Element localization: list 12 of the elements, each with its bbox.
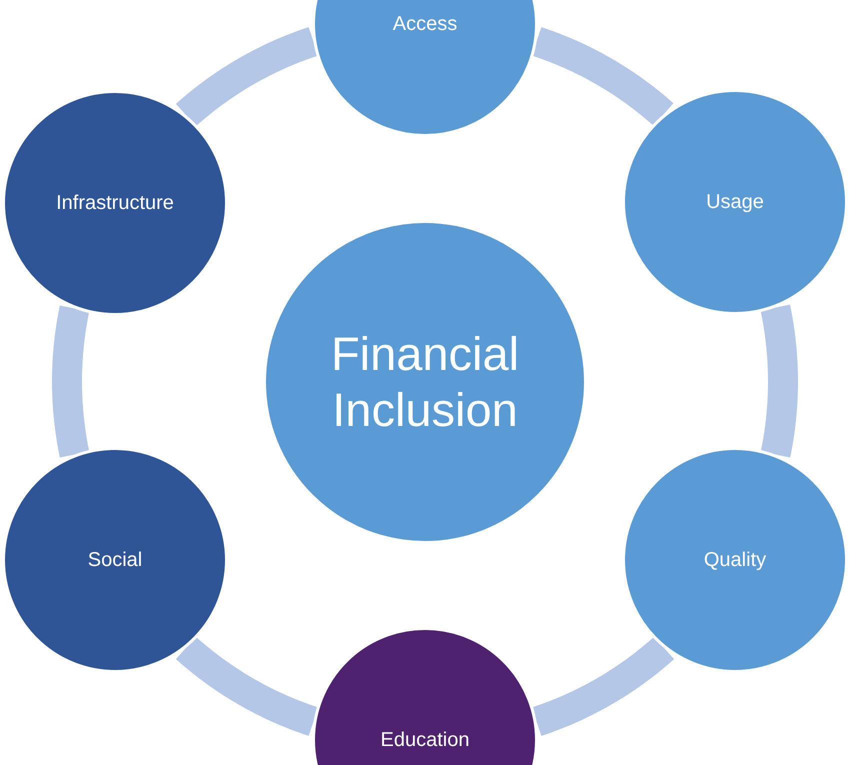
topic-circle [263,220,587,544]
topic-circle [2,90,228,316]
circle-label: Infrastructure [56,191,174,215]
topic-circle [2,447,228,673]
circle-label: Access [392,12,458,36]
circle-label: Education [380,728,470,752]
topic-circle [622,447,848,673]
circle-label: Social [88,548,142,572]
circle-label: Financial Inclusion [330,326,520,438]
circle-label: Quality [704,548,766,572]
topic-circle [622,89,848,315]
circle-label: Usage [706,190,764,214]
